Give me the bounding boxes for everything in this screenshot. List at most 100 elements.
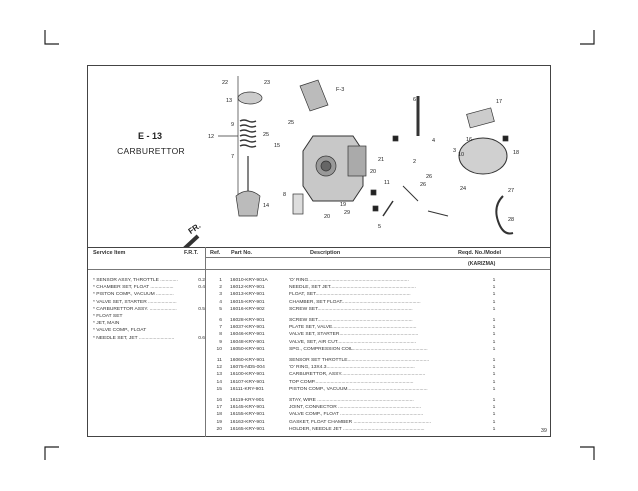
page-number: 39 <box>540 428 547 434</box>
service-item-row: * CHAMBER SET, FLOAT .................0.… <box>93 284 205 291</box>
svg-text:19: 19 <box>340 202 346 208</box>
part-ref: 11 <box>216 358 222 364</box>
svg-text:22: 22 <box>222 80 228 86</box>
part-description: CHAMBER, SET FLOAT......................… <box>289 299 421 305</box>
svg-text:8: 8 <box>283 192 286 198</box>
svg-text:9: 9 <box>231 122 234 128</box>
part-quantity: 1 <box>492 365 496 371</box>
service-item-frt: 0.2 <box>198 278 205 283</box>
svg-text:27: 27 <box>508 188 514 194</box>
svg-text:14: 14 <box>263 203 269 209</box>
svg-text:5: 5 <box>378 224 381 230</box>
svg-text:17: 17 <box>496 99 502 105</box>
part-ref: 2 <box>219 285 222 291</box>
header-service-item: Service Item <box>93 250 126 256</box>
part-description: PLATE SET, VALVE........................… <box>289 325 417 331</box>
header-model-name: (KARIZMA) <box>468 261 496 267</box>
svg-text:21: 21 <box>378 157 384 163</box>
part-quantity: 1 <box>492 419 496 425</box>
service-item-list: * SENSOR ASSY, THROTTLE .............0.2… <box>93 277 205 342</box>
part-ref: 20 <box>216 426 222 432</box>
part-description: 'O' RING, 13X4.3........................… <box>289 365 415 371</box>
service-item-row: * CARBURETTOR ASSY. ....................… <box>93 306 205 313</box>
parts-page-frame: E - 13 CARBURETTOR <box>87 65 551 437</box>
part-quantity: 1 <box>492 346 496 352</box>
service-item-frt <box>195 299 205 306</box>
service-item-name: * VALVE COMP., FLOAT <box>93 328 147 334</box>
header-description: Description <box>310 250 341 256</box>
part-ref: 15 <box>216 386 222 392</box>
parts-table-row: 20 16165-KRY-901 HOLDER, NEEDLE JET ......… <box>210 426 530 433</box>
part-number: 16163-KRY-901 <box>230 419 265 425</box>
part-ref: 18 <box>216 412 222 418</box>
part-ref: 17 <box>216 405 222 411</box>
svg-text:7: 7 <box>231 154 234 160</box>
svg-text:15: 15 <box>274 143 280 149</box>
part-description: SPG., COMPRESSION COIL..................… <box>289 346 428 352</box>
part-number: 16119-KRY-901 <box>230 398 265 404</box>
part-description: FLOAT, SET..............................… <box>289 292 411 298</box>
svg-text:20: 20 <box>324 214 330 220</box>
part-description: CARBURETTOR, ASSY.......................… <box>289 372 426 378</box>
part-ref: 8 <box>219 332 222 338</box>
part-number: 16015-KRY-901 <box>230 299 265 305</box>
service-item-name: * PISTON COMP., VACUUM ............. <box>93 292 174 298</box>
header-frt: F.R.T. <box>184 250 199 256</box>
service-item-frt <box>195 320 205 327</box>
svg-text:11: 11 <box>384 180 390 186</box>
svg-text:25: 25 <box>263 132 269 138</box>
header-bottom-rule <box>88 269 550 270</box>
part-number: 16111-KRY-901 <box>230 386 264 392</box>
part-description: HOLDER, NEEDLE JET .....................… <box>289 426 425 432</box>
part-number: 16107-KRY-901 <box>230 379 265 385</box>
section-title: CARBURETTOR <box>117 146 185 156</box>
part-number: 16012-KRY-901 <box>230 285 265 291</box>
part-quantity: 1 <box>492 299 496 305</box>
service-item-frt: 0.5 <box>198 306 205 312</box>
service-item-row: * SENSOR ASSY, THROTTLE .............0.2 <box>93 277 205 284</box>
part-ref: 6 <box>219 318 222 324</box>
part-number: 16060-KRY-901 <box>230 358 265 364</box>
part-description: GASKET, FLOAT CHAMBER ..................… <box>289 419 431 425</box>
svg-text:12: 12 <box>208 134 214 140</box>
svg-text:28: 28 <box>508 217 514 223</box>
service-item-name: * NEEDLE SET, JET ......................… <box>93 335 175 341</box>
service-item-row: * PISTON COMP., VACUUM ............. <box>93 291 205 298</box>
part-quantity: 1 <box>492 332 496 338</box>
part-number: 16050-KRY-901 <box>230 346 265 352</box>
part-quantity: 1 <box>492 405 496 411</box>
service-item-name: * CHAMBER SET, FLOAT ................. <box>93 285 174 291</box>
svg-text:18: 18 <box>513 150 519 156</box>
part-ref: 5 <box>219 306 222 312</box>
part-ref: 1 <box>219 278 222 283</box>
part-ref: 9 <box>219 339 222 345</box>
part-quantity: 1 <box>492 358 496 364</box>
part-description: SENSOR SET THROTTLE.....................… <box>289 358 430 364</box>
exploded-diagram: E - 13 CARBURETTOR <box>88 66 550 248</box>
part-number: 16165-KRY-901 <box>230 426 265 432</box>
svg-text:26: 26 <box>426 174 432 180</box>
part-quantity: 1 <box>492 318 496 324</box>
header-reqd-model: Reqd. No./Model <box>458 250 502 256</box>
svg-text:29: 29 <box>344 210 350 216</box>
part-description: VALVE COMP., FLOAT .....................… <box>289 412 424 418</box>
part-ref: 12 <box>216 365 222 371</box>
part-description: VALVE, SET, AIR CUT.....................… <box>289 339 417 345</box>
part-quantity: 1 <box>492 379 496 385</box>
service-item-name: * FLOAT SET <box>93 314 123 320</box>
part-number: 16028-KRY-901 <box>230 318 265 324</box>
part-description: STAY, WIRE .............................… <box>289 398 414 404</box>
part-description: VALVE SET, STARTER......................… <box>289 332 419 338</box>
part-description: SCREW SET...............................… <box>289 306 413 312</box>
